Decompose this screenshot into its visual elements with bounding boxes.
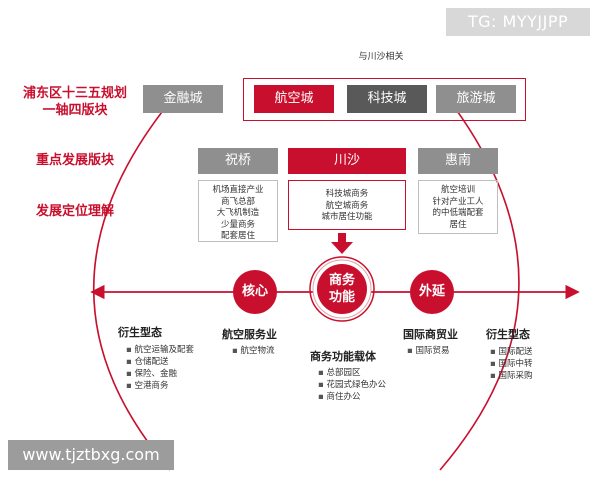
desc-line: 城市居住功能 bbox=[321, 212, 373, 222]
list-item: 花园式绿色办公 bbox=[318, 379, 420, 391]
list-item: 国际中转 bbox=[490, 358, 566, 370]
desc-line: 针对产业工人 bbox=[432, 196, 484, 207]
related-cities-frame bbox=[243, 78, 526, 121]
section-derived-left: 衍生型态 航空运输及配套 仓储配送 保险、金融 空港商务 bbox=[118, 324, 228, 392]
section-carrier: 商务功能载体 总部园区 花园式绿色办公 商住办公 bbox=[310, 348, 420, 403]
center-circle-line1: 商务 bbox=[328, 273, 355, 288]
plan-label-line2: 一轴四版块 bbox=[42, 103, 108, 118]
section-title: 航空服务业 bbox=[222, 328, 277, 341]
city-aviation: 航空城 bbox=[254, 85, 334, 113]
list-item: 国际配送 bbox=[490, 346, 566, 358]
desc-line: 配套居住 bbox=[220, 231, 255, 241]
section-title: 商务功能载体 bbox=[310, 350, 376, 363]
desc-line: 科技城商务 bbox=[325, 189, 369, 199]
city-tourism: 旅游城 bbox=[436, 85, 516, 113]
position-label: 发展定位理解 bbox=[35, 204, 114, 219]
section-title: 衍生型态 bbox=[118, 326, 162, 339]
block-huinan: 惠南 bbox=[418, 148, 498, 174]
desc-line: 少量商务 bbox=[220, 219, 255, 230]
section-derived-right: 衍生型态 国际配送 国际中转 国际采购 bbox=[486, 326, 566, 382]
city-finance: 金融城 bbox=[143, 85, 223, 113]
desc-line: 的中低端配套 bbox=[432, 208, 484, 218]
desc-line: 商飞总部 bbox=[220, 196, 255, 207]
list-item: 空港商务 bbox=[126, 380, 228, 392]
center-circle: 商务 功能 bbox=[317, 264, 367, 314]
list-item: 仓储配送 bbox=[126, 356, 228, 368]
desc-chuansha: 科技城商务 航空城商务 城市居住功能 bbox=[288, 180, 406, 230]
section-title: 国际商贸业 bbox=[403, 328, 458, 341]
outer-circle: 外延 bbox=[410, 270, 454, 314]
center-ring-outer bbox=[309, 256, 375, 322]
desc-line: 大飞机制造 bbox=[216, 208, 260, 218]
desc-line: 居住 bbox=[449, 219, 467, 230]
section-aviation: 航空服务业 航空物流 bbox=[222, 326, 312, 357]
block-zhuqiao: 祝桥 bbox=[198, 148, 278, 174]
desc-line: 航空城商务 bbox=[325, 200, 369, 211]
list-item: 总部园区 bbox=[318, 367, 420, 379]
list-item: 航空物流 bbox=[232, 345, 312, 357]
list-item: 保险、金融 bbox=[126, 368, 228, 380]
section-trade: 国际商贸业 国际贸易 bbox=[403, 326, 493, 357]
watermark-site: www.tjztbxg.com bbox=[8, 440, 174, 470]
core-circle: 核心 bbox=[233, 270, 277, 314]
list-item: 国际贸易 bbox=[407, 345, 493, 357]
desc-line: 航空培训 bbox=[440, 185, 475, 195]
list-item: 商住办公 bbox=[318, 391, 420, 403]
city-tech: 科技城 bbox=[347, 85, 427, 113]
plan-label: 浦东区十三五规划 一轴四版块 bbox=[10, 85, 140, 119]
related-note: 与川沙相关 bbox=[358, 52, 404, 62]
plan-label-line1: 浦东区十三五规划 bbox=[22, 86, 127, 101]
down-arrow-shaft bbox=[338, 233, 346, 242]
center-circle-line2: 功能 bbox=[328, 290, 355, 305]
desc-huinan: 航空培训 针对产业工人 的中低端配套 居住 bbox=[418, 180, 498, 234]
list-item: 航空运输及配套 bbox=[126, 344, 228, 356]
desc-line: 机场直接产业 bbox=[212, 185, 264, 195]
list-item: 国际采购 bbox=[490, 370, 566, 382]
desc-zhuqiao: 机场直接产业 商飞总部 大飞机制造 少量商务 配套居住 bbox=[198, 180, 278, 242]
key-label: 重点发展版块 bbox=[35, 153, 114, 168]
section-title: 衍生型态 bbox=[486, 328, 530, 341]
block-chuansha: 川沙 bbox=[288, 148, 406, 174]
down-arrow-head bbox=[331, 242, 353, 254]
watermark-tg: TG: MYYJJPP bbox=[446, 8, 590, 36]
